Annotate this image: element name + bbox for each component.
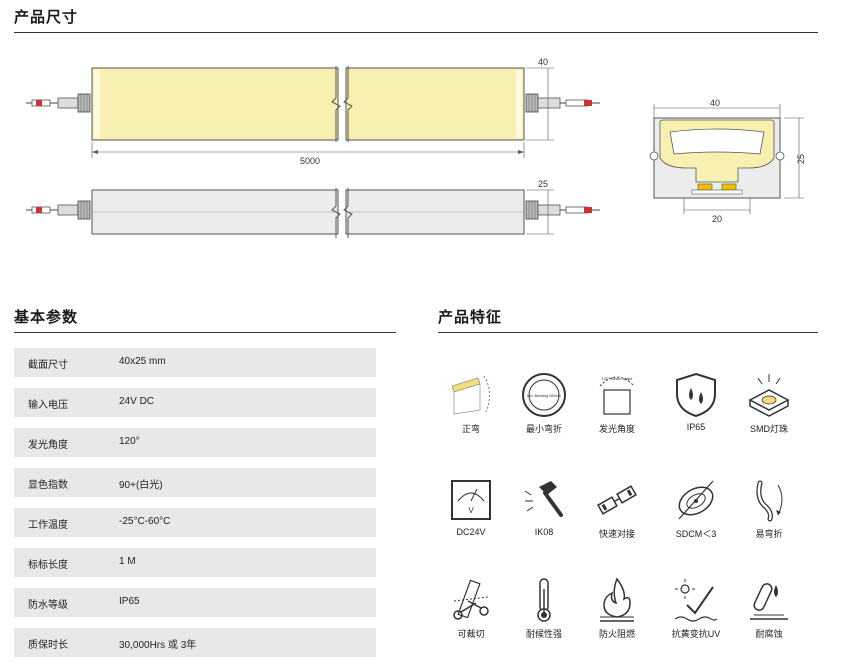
waterproof-shield-icon — [676, 372, 716, 418]
dimensions-rule — [14, 32, 818, 33]
features-title: 产品特征 — [438, 309, 503, 326]
feature-label: 抗黄变抗UV — [671, 629, 721, 639]
feature-weather-resistant: 耐候性强 — [504, 575, 584, 640]
min-bending-icon: Min. Bending 280mm — [522, 373, 566, 417]
right-cable-bottom — [525, 200, 600, 220]
feature-label: IP65 — [686, 422, 706, 432]
svg-text:V: V — [468, 506, 474, 515]
param-row: 质保时长 30,000Hrs 或 3年 — [14, 628, 376, 657]
feature-ik08: IK08 — [504, 475, 584, 537]
feature-label: SMD灯珠 — [750, 424, 788, 434]
dimensions-title: 产品尺寸 — [14, 9, 79, 26]
param-value: 40x25 mm — [119, 356, 166, 367]
param-row: 输入电压 24V DC — [14, 388, 376, 417]
feature-label: 可裁切 — [457, 629, 485, 639]
feature-quick-connect: 快速对接 — [577, 475, 657, 540]
features-rule — [438, 332, 818, 333]
cross-inner-label: 20 — [712, 214, 722, 224]
feature-smd: SMD灯珠 — [729, 370, 809, 435]
param-label: 工作温度 — [28, 520, 68, 531]
feature-label: DC24V — [456, 527, 486, 537]
corrosion-resistant-icon — [750, 583, 788, 620]
thermometer-icon — [537, 578, 551, 622]
param-value: 30,000Hrs 或 3年 — [119, 640, 197, 651]
feature-label: IK08 — [534, 527, 554, 537]
param-label: 输入电压 — [28, 400, 68, 411]
anti-uv-icon — [674, 579, 718, 622]
easy-bend-icon — [756, 480, 783, 522]
param-label: 质保时长 — [28, 640, 68, 651]
feature-bend: 正弯 — [431, 370, 511, 435]
feature-cuttable: 可裁切 — [431, 575, 511, 640]
strip-top-right — [345, 67, 525, 141]
bend-icon — [451, 375, 490, 415]
params-title: 基本参数 — [14, 309, 79, 326]
param-label: 显色指数 — [28, 480, 68, 491]
feature-corrosion-resistant: 耐腐蚀 — [729, 575, 809, 640]
height-label-top: 40 — [538, 58, 548, 67]
feature-flame-retardant: 防火阻燃 — [577, 575, 657, 640]
param-label: 标标长度 — [28, 560, 68, 571]
feature-easy-bend: 易弯折 — [729, 475, 809, 540]
left-cable-bottom — [26, 200, 91, 220]
quick-connect-icon — [597, 485, 637, 515]
smd-chip-icon — [748, 374, 790, 417]
color-consistency-icon — [678, 480, 714, 520]
param-value: IP65 — [119, 596, 140, 607]
param-row: 发光角度 120° — [14, 428, 376, 457]
feature-icon-text: Min. Bending 280mm — [527, 394, 561, 398]
feature-label: 易弯折 — [755, 529, 783, 539]
feature-label: 最小弯折 — [525, 424, 562, 434]
param-row: 防水等级 IP65 — [14, 588, 376, 617]
feature-sdcm: SDCM＜3 — [656, 475, 736, 540]
feature-label: 发光角度 — [598, 424, 635, 434]
feature-dc24v: V DC24V — [431, 475, 511, 537]
feature-label: 耐候性强 — [525, 629, 562, 639]
param-value: -25°C-60°C — [119, 516, 171, 527]
param-label: 防水等级 — [28, 600, 68, 611]
feature-icon-text: 120° Beam angle — [602, 376, 634, 381]
beam-angle-icon: 120° Beam angle — [599, 376, 635, 415]
param-value: 90+(白光) — [119, 480, 163, 491]
feature-beam-angle: 120° Beam angle 发光角度 — [577, 370, 657, 435]
param-label: 截面尺寸 — [28, 360, 68, 371]
cuttable-icon — [453, 579, 489, 620]
length-label: 5000 — [300, 156, 320, 166]
params-rule — [14, 332, 396, 333]
flame-retardant-icon — [600, 577, 634, 622]
cross-width-label: 40 — [710, 98, 720, 108]
feature-label: 快速对接 — [598, 529, 635, 539]
strip-top-left — [91, 67, 339, 141]
feature-label: SDCM＜3 — [675, 529, 717, 539]
feature-label: 耐腐蚀 — [755, 629, 783, 639]
feature-anti-uv: 抗黄变抗UV — [656, 575, 736, 640]
param-row: 标标长度 1 M — [14, 548, 376, 577]
param-value: 1 M — [119, 556, 136, 567]
param-row: 截面尺寸 40x25 mm — [14, 348, 376, 377]
feature-ip65: IP65 — [656, 370, 736, 432]
feature-label: 正弯 — [461, 424, 480, 434]
hammer-icon — [524, 481, 563, 517]
voltmeter-icon: V — [451, 480, 491, 520]
param-value: 120° — [119, 436, 140, 447]
right-cable-top — [525, 93, 600, 113]
side-view-drawing: 40 5000 25 — [26, 58, 600, 238]
feature-min-bending: Min. Bending 280mm 最小弯折 — [504, 370, 584, 435]
cross-height-label: 25 — [796, 154, 806, 164]
param-value: 24V DC — [119, 396, 155, 407]
cross-section-drawing: 40 25 20 — [649, 98, 806, 224]
height-label-bottom: 25 — [538, 179, 548, 189]
param-label: 发光角度 — [28, 440, 68, 451]
param-row: 工作温度 -25°C-60°C — [14, 508, 376, 537]
feature-label: 防火阻燃 — [598, 629, 635, 639]
left-cable-top — [26, 93, 91, 113]
param-row: 显色指数 90+(白光) — [14, 468, 376, 497]
